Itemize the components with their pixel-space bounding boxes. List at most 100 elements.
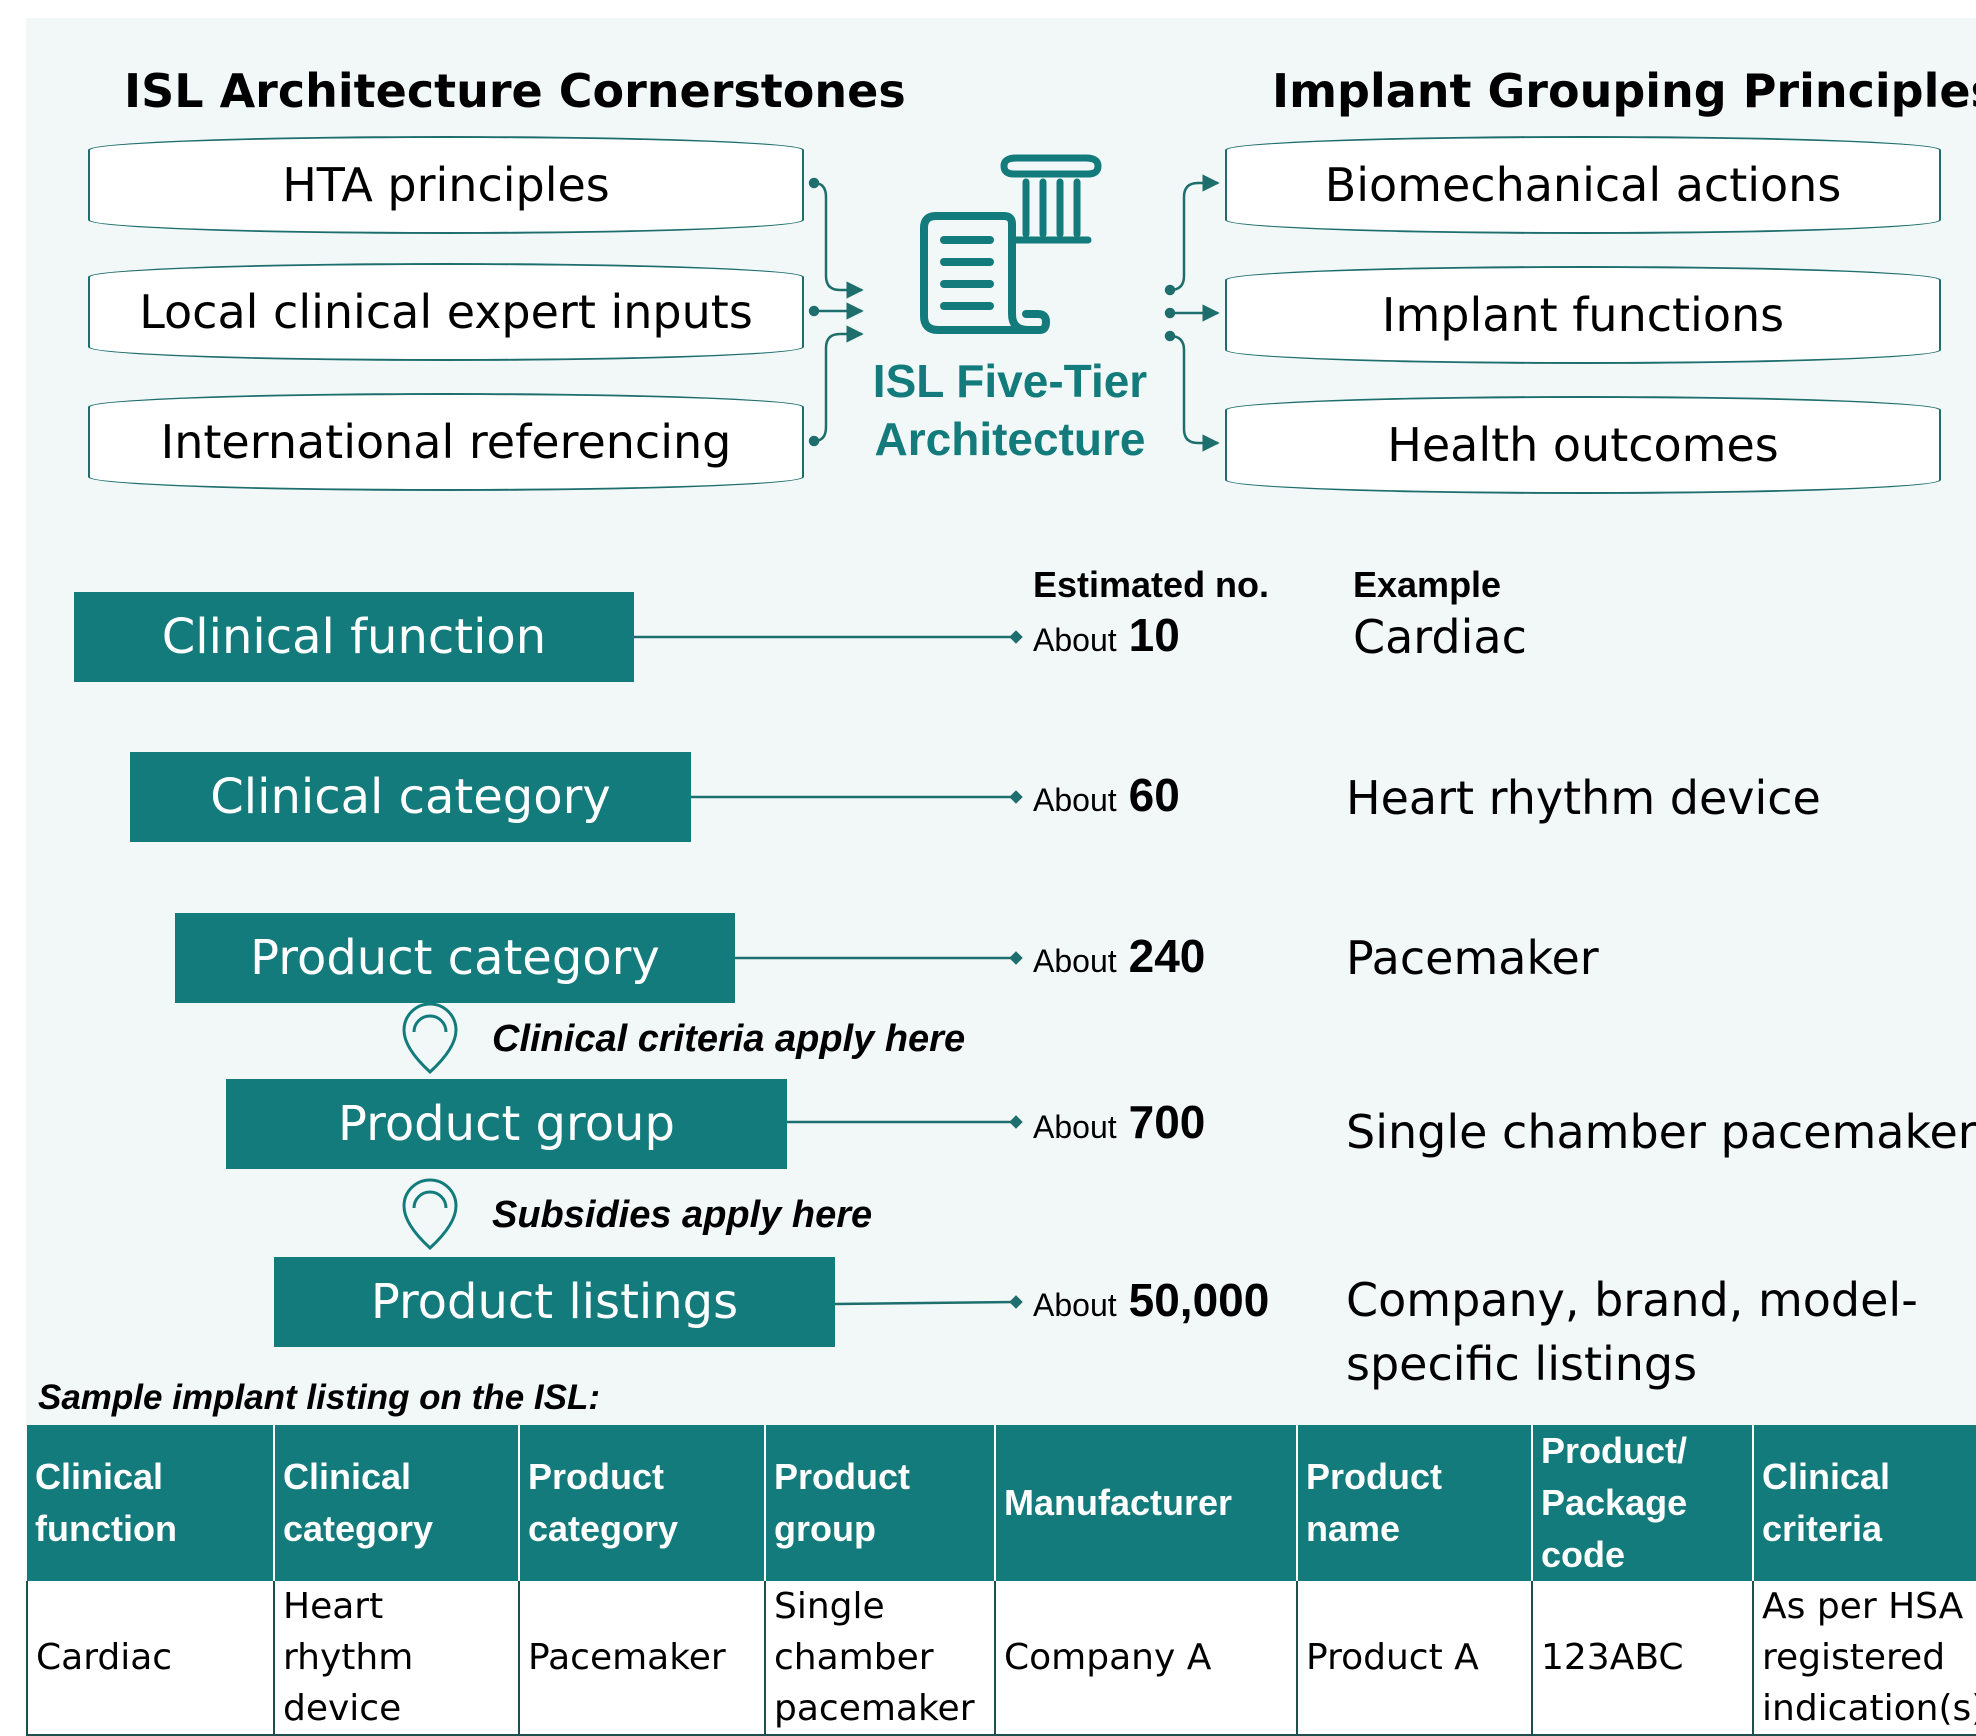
tier-product-listings: Product listings	[274, 1257, 835, 1347]
example-line: Heart rhythm device	[1346, 771, 1821, 825]
tier-connector-diamond	[1009, 630, 1023, 644]
tier-label: Product listings	[370, 1274, 739, 1330]
map-pin-icon	[402, 1002, 458, 1075]
pillar-capital	[1000, 154, 1102, 178]
sample-listing-table: Clinical function Clinical category Produc…	[26, 1425, 1976, 1736]
cornerstone-connectors	[808, 177, 864, 447]
cell-clinical-function: Cardiac	[26, 1581, 275, 1736]
example-line: Cardiac	[1353, 610, 1527, 664]
principle-pill-biomechanical: Biomechanical actions	[1225, 136, 1941, 234]
header-line: Clinical	[35, 1456, 164, 1497]
map-pin-inner	[412, 1014, 448, 1033]
tier-connectors	[634, 630, 1023, 1309]
header-line: Clinical	[1762, 1456, 1891, 1497]
cell-line: Product A	[1306, 1637, 1479, 1678]
tier-connector	[834, 1300, 1017, 1306]
cell-line: Pacemaker	[528, 1637, 726, 1678]
header-line: Manufacturer	[1004, 1482, 1233, 1523]
cell-line: Company A	[1004, 1637, 1212, 1678]
estimate-heading: Estimated no.	[1033, 564, 1270, 605]
principles-heading: Implant Grouping Principles	[1272, 64, 1976, 118]
count-prefix: About	[1033, 943, 1117, 979]
tier-connector-diamond	[1009, 951, 1023, 965]
map-pin-outline	[402, 1178, 458, 1251]
header-line: group	[774, 1508, 876, 1549]
cell-clinical-criteria: As per HSA registered indication(s)	[1752, 1581, 1976, 1736]
center-title: ISL Five-Tier Architecture	[840, 352, 1180, 468]
note-clinical-criteria: Clinical criteria apply here	[492, 1018, 966, 1060]
header-line: function	[35, 1508, 177, 1549]
cell-line: indication(s)	[1762, 1688, 1976, 1729]
document-with-pillar-icon	[920, 154, 1102, 334]
header-line: Product/	[1541, 1430, 1688, 1471]
cornerstone-pill-international: International referencing	[88, 393, 804, 491]
sample-caption: Sample implant listing on the ISL:	[38, 1378, 600, 1417]
tier-product-category: Product category	[175, 913, 735, 1003]
cell-line: Single	[774, 1586, 885, 1627]
connector-hta	[813, 181, 864, 299]
count-prefix: About	[1033, 622, 1117, 658]
connector-international	[813, 325, 864, 443]
col-header-package-code: Product/Package code	[1532, 1425, 1754, 1581]
tier-connector-diamond	[1009, 790, 1023, 804]
cornerstones-heading: ISL Architecture Cornerstones	[124, 64, 906, 118]
cornerstone-label: HTA principles	[282, 158, 610, 212]
col-header-manufacturer: Manufacturer	[995, 1425, 1298, 1581]
count-prefix: About	[1033, 782, 1117, 818]
cell-product-name: Product A	[1296, 1581, 1533, 1736]
center-title-line1: ISL Five-Tier	[872, 355, 1148, 407]
scroll-outline	[920, 212, 1032, 334]
example-heading: Example	[1353, 564, 1502, 605]
map-pin-inner	[412, 1190, 448, 1209]
example-line: specific listings	[1346, 1337, 1698, 1391]
tier-example-clinical-category: Heart rhythm device	[1346, 766, 1821, 830]
cell-product-category: Pacemaker	[518, 1581, 766, 1736]
tier-clinical-function: Clinical function	[74, 592, 634, 682]
tier-label: Clinical function	[161, 609, 547, 665]
example-line: Company, brand, model-	[1346, 1273, 1918, 1327]
principle-label: Implant functions	[1381, 288, 1785, 342]
table-header-row: Clinical function Clinical category Produc…	[27, 1425, 1976, 1581]
tier-connector-diamond	[1009, 1115, 1023, 1129]
header-line: Package	[1541, 1482, 1688, 1523]
col-header-product-category: Product category	[519, 1425, 766, 1581]
principle-pill-outcomes: Health outcomes	[1225, 396, 1941, 494]
header-line: Product	[528, 1456, 665, 1497]
col-header-clinical-category: Clinical category	[274, 1425, 520, 1581]
cell-manufacturer: Company A	[994, 1581, 1298, 1736]
col-header-clinical-function: Clinical function	[27, 1425, 275, 1581]
note-subsidies: Subsidies apply here	[492, 1194, 873, 1236]
cell-line: As per HSA	[1762, 1586, 1964, 1627]
cell-line: chamber	[774, 1637, 934, 1678]
connector-outcomes	[1169, 334, 1220, 452]
count-value: 240	[1128, 930, 1206, 982]
cornerstone-pill-local-experts: Local clinical expert inputs	[88, 263, 804, 361]
header-line: category	[528, 1508, 679, 1549]
count-prefix: About	[1033, 1109, 1117, 1145]
principle-connectors	[1164, 174, 1220, 452]
map-pin-icon	[402, 1178, 458, 1251]
header-line: Clinical	[283, 1456, 412, 1497]
tier-clinical-category: Clinical category	[130, 752, 691, 842]
header-line: criteria	[1762, 1508, 1883, 1549]
header-line: name	[1306, 1508, 1401, 1549]
cell-line: Cardiac	[36, 1637, 173, 1678]
cell-package-code: 123ABC	[1531, 1581, 1754, 1736]
tier-example-product-listings: Company, brand, model- specific listings	[1346, 1268, 1918, 1396]
cell-line: Heart rhythm	[283, 1586, 414, 1678]
principle-label: Health outcomes	[1387, 418, 1779, 472]
cell-clinical-category: Heart rhythm device	[273, 1581, 520, 1736]
header-line: category	[283, 1508, 434, 1549]
cell-line: registered	[1762, 1637, 1946, 1678]
header-line: code	[1541, 1534, 1626, 1575]
example-line: Single chamber pacemaker	[1346, 1105, 1976, 1159]
tier-count-product-category: About 240	[1033, 929, 1205, 983]
cornerstone-pill-hta: HTA principles	[88, 136, 804, 234]
cell-line: device	[283, 1688, 402, 1729]
